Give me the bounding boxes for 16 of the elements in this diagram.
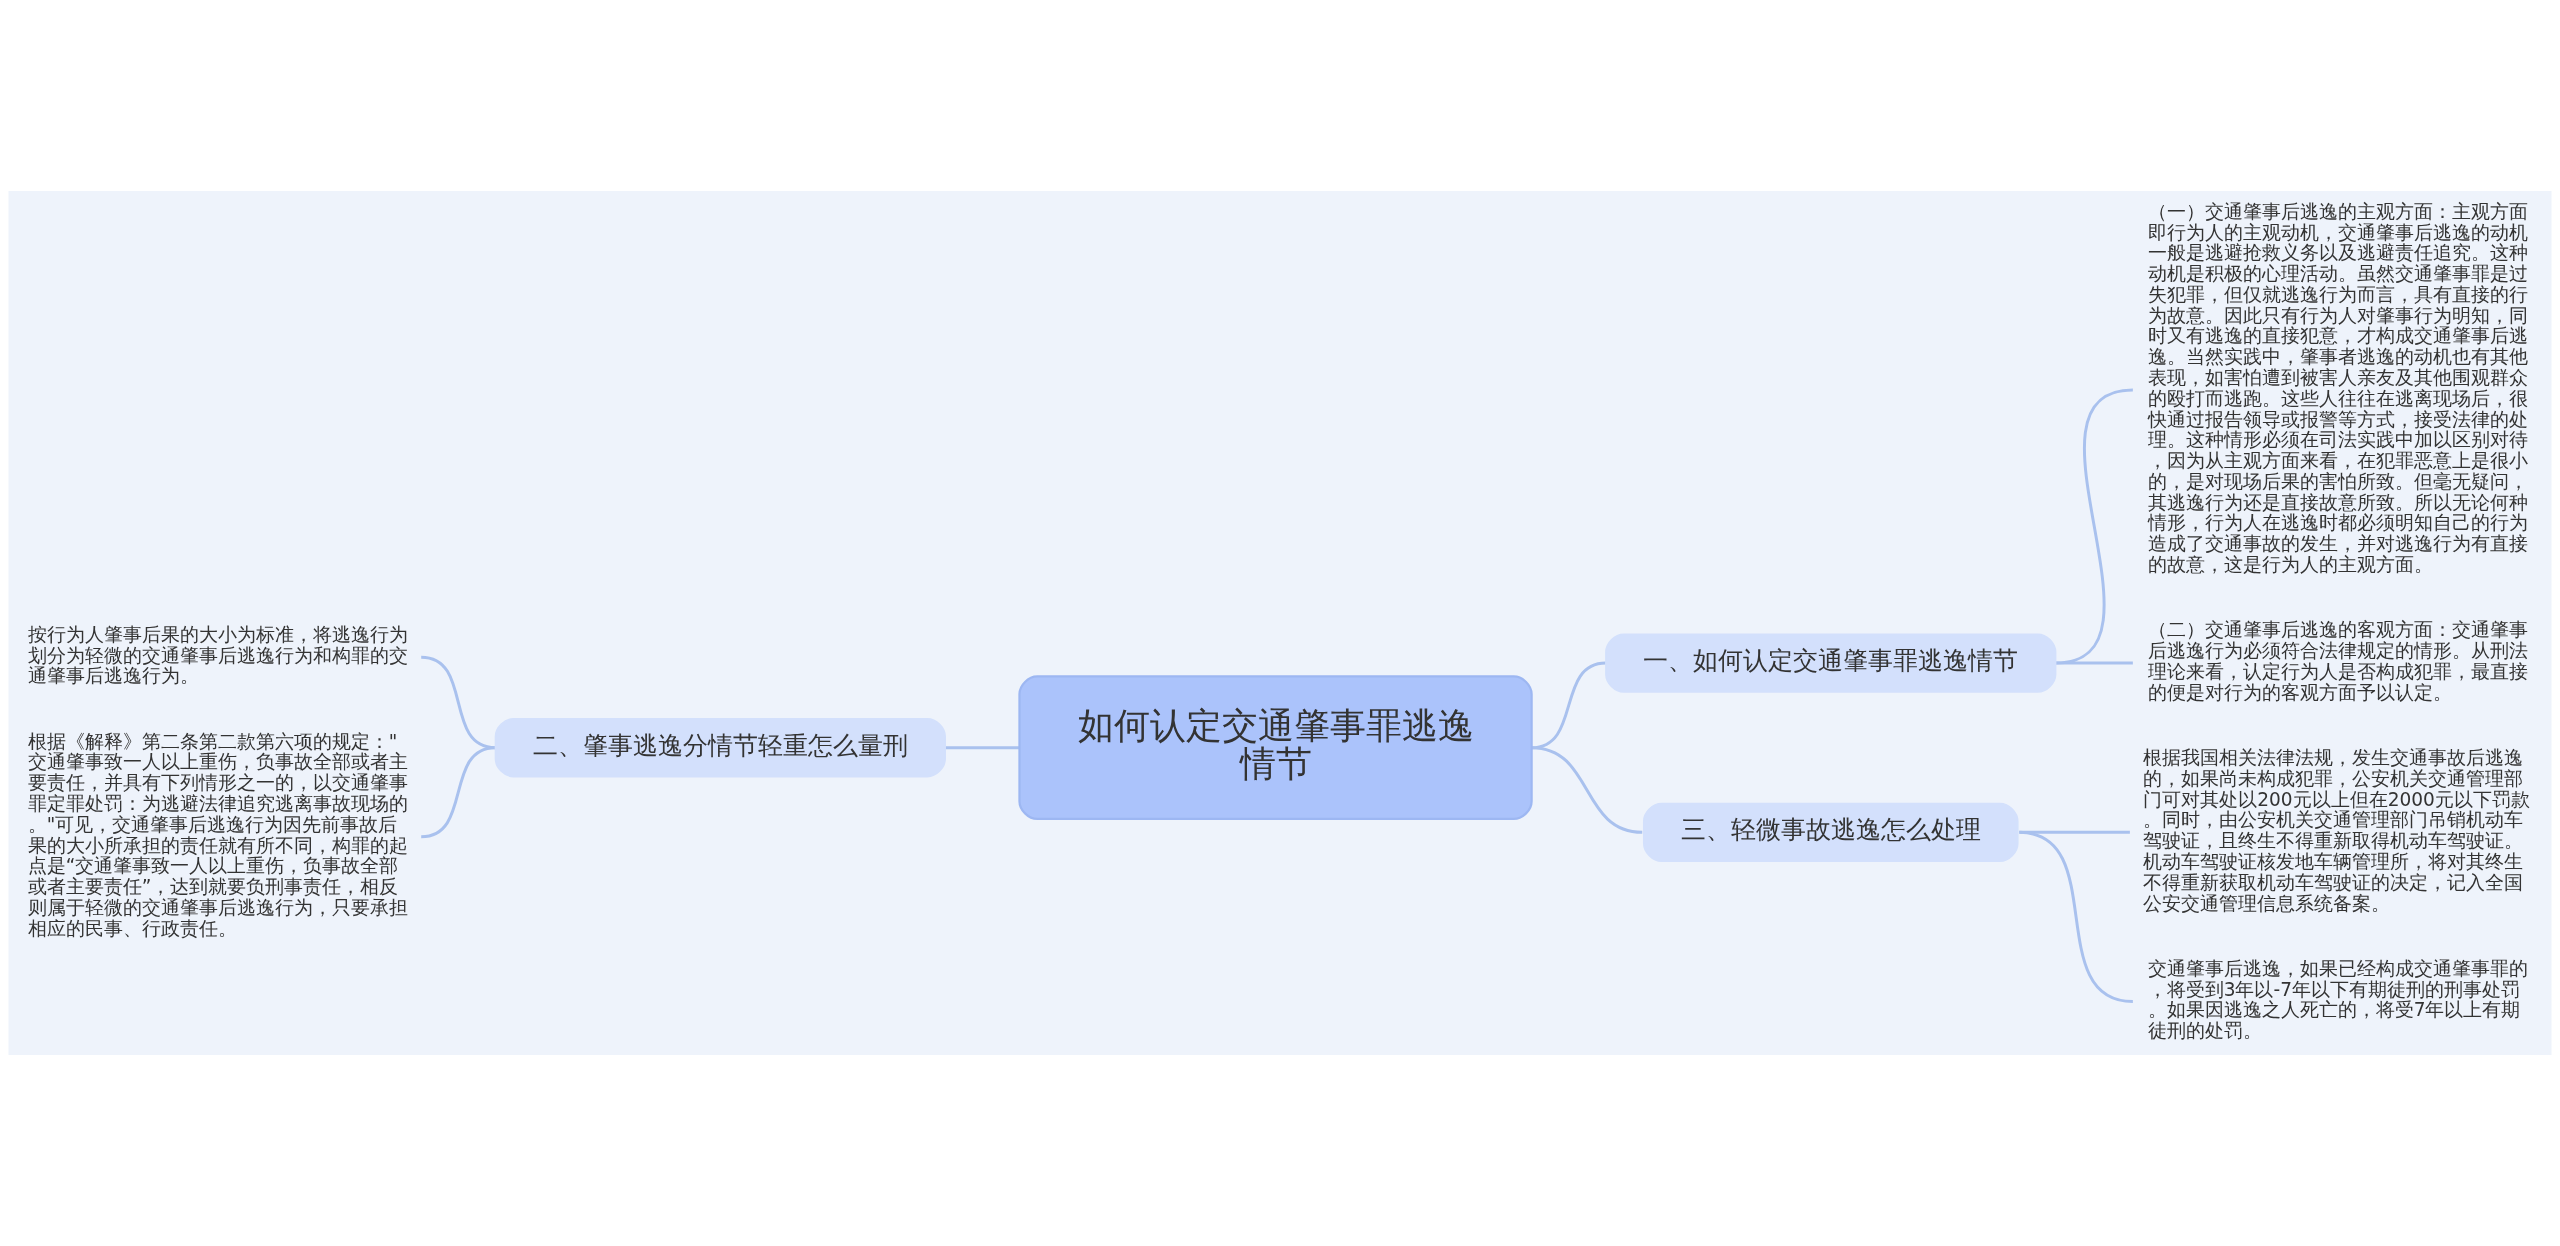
node-text: 根据我国相关法律法规，发生交通事故后逃逸的，如果尚未构成犯罪，公安机关交通管理部门可对其处以200元以上但在2000元以下罚款。同时，由公安机关交通管理部门吊销机动车驾驶证，且终生不得重新取得机动车驾驶证。机动车驾驶证核发地车辆管理所，将对其终生不得重新获取机动车驾驶证的决定，记入全国公安交通管理信息系统备案。	[2143, 747, 2530, 914]
connector	[2055, 388, 2134, 665]
node-text: （一）交通肇事后逃逸的主观方面：主观方面即行为人的主观动机，交通肇事后逃逸的动机一般是逃避抢救义务以及逃避责任追究。这种动机是积极的心理活动。虽然交通肇事罪是过失犯罪，但仅就逃逸行为而言，具有直接的行为故意。因此只有行为人对肇事行为明知，同时又有逃逸的直接犯意，才构成交通肇事后逃逸。当然实践中，肇事者逃逸的动机也有其他表现，如害怕遭到被害人亲友及其他围观群众的殴打而逃跑。这些人往往在逃离现场后，很快通过报告领导或报警等方式，接受法律的处理。这种情形必须在司法实践中加以区别对待，因为从主观方面来看，在犯罪恶意上是很小的，是对现场后果的害怕所致。但毫无疑问，其逃逸行为还是直接故意所致。所以无论何种情形，行为人在逃逸时都必须明知自己的行为造成了交通事故的发生，并对逃逸行为有直接的故意，这是行为人的主观方面。	[2147, 200, 2528, 576]
connector	[420, 746, 496, 839]
node-text: 根据《解释》第二条第二款第六项的规定："交通肇事致一人以上重伤，负事故全部或者主要责任，并具有下列情形之一的，以交通肇事罪定罪处罚：为逃避法律追究逃离事故现场的。"可见，交通肇事后逃逸行为因先前事故后果的大小所承担的责任就有所不同，构罪的起点是“交通肇事致一人以上重伤，负事故全部或者主要责任”，达到就要负刑事责任，相反则属于轻微的交通肇事后逃逸行为，只要承担相应的民事、行政责任。	[27, 730, 408, 939]
node-box: 如何认定交通肇事罪逃逸情节	[1018, 675, 1533, 821]
connector	[2019, 830, 2134, 1004]
node-text: （二）交通肇事后逃逸的客观方面：交通肇事后逃逸行为必须符合法律规定的情形。从刑法理论来看，认定行为人是否构成犯罪，最直接的便是对行为的客观方面予以认定。	[2147, 619, 2528, 703]
node-box: 三、轻微事故逃逸怎么处理	[1642, 802, 2019, 862]
node-text: 按行为人肇事后果的大小为标准，将逃逸行为划分为轻微的交通肇事后逃逸行为和构罪的交通肇事后逃逸行为。	[27, 623, 408, 687]
connector	[2055, 661, 2133, 665]
node-text: 交通肇事后逃逸，如果已经构成交通肇事罪的，将受到3年以-7年以下有期徒刑的刑事处罚。如果因逃逸之人死亡的，将受7年以上有期徒刑的处罚。	[2147, 957, 2528, 1042]
connector	[1531, 746, 1643, 834]
connector	[945, 746, 1020, 750]
node-box: 二、肇事逃逸分情节轻重怎么量刑	[494, 718, 946, 778]
node-box: 一、如何认定交通肇事罪逃逸情节	[1605, 633, 2057, 693]
